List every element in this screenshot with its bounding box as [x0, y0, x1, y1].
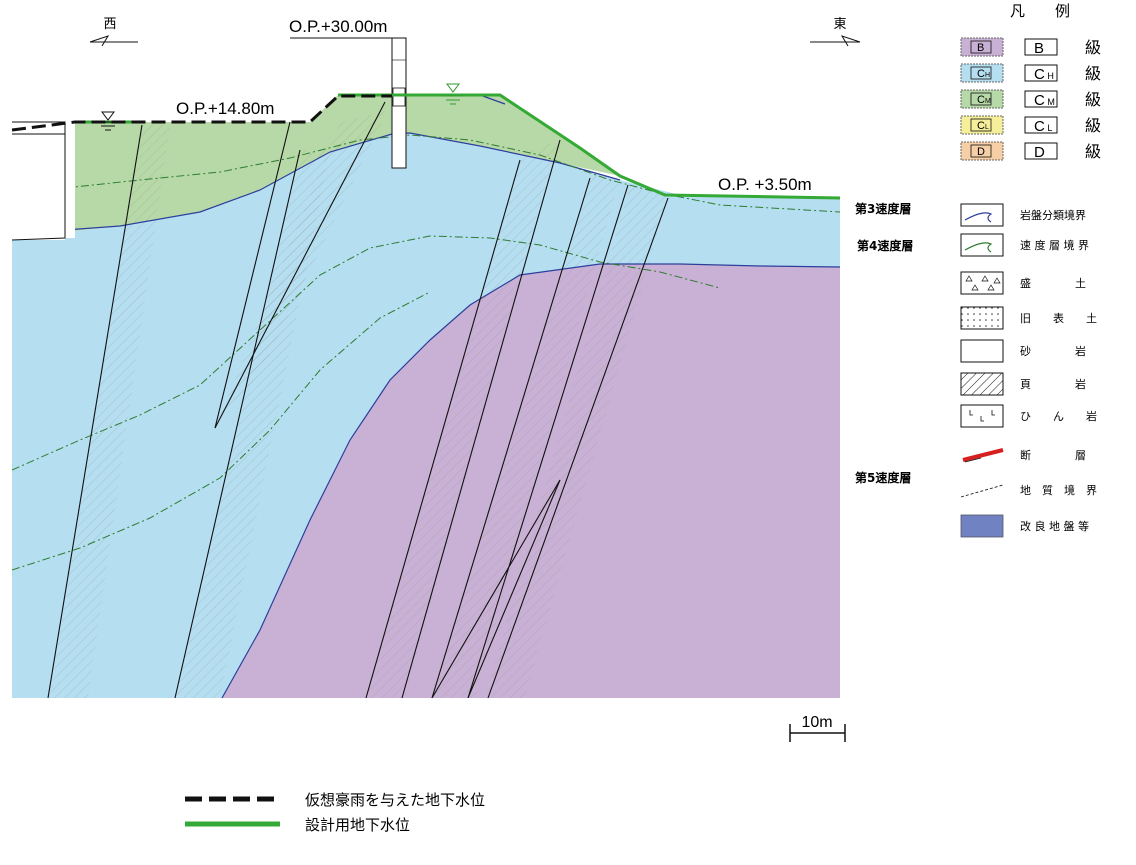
legend-rock-class-row: CL C L 級 [960, 115, 1101, 135]
legend-symbol-label: 頁 岩 [1020, 377, 1086, 391]
legend-symbol-row: 断 層 [962, 448, 1086, 463]
rock-class-swatch [960, 89, 1004, 109]
left-crest-elevation: O.P.+14.80m [176, 99, 274, 118]
tower-top-elevation: O.P.+30.00m [289, 17, 387, 36]
virtual-rain-groundwater-label: 仮想豪雨を与えた地下水位 [305, 791, 485, 809]
velocity-boundary-line [12, 291, 431, 571]
fill-icon [960, 271, 1004, 295]
legend-symbol-row: ひ ん 岩 [960, 404, 1097, 428]
water-level-key: 仮想豪雨を与えた地下水位 設計用地下水位 [185, 791, 485, 834]
class-grade-label: 級 [1085, 142, 1101, 161]
legend-symbol-row: 地 質 境 界 [960, 483, 1097, 498]
west-arrow-icon [89, 35, 138, 47]
shale-band [215, 110, 388, 428]
fault-icon [962, 448, 1004, 463]
swatch-subscript: L [985, 124, 989, 131]
velocity-boundary-icon [960, 233, 1004, 257]
legend-symbol-label: 地 質 境 界 [1020, 483, 1097, 497]
class-letter: D [1034, 144, 1045, 161]
legend-symbol-row: 改 良 地 盤 等 [960, 514, 1089, 538]
swatch-letter: CL [977, 120, 989, 132]
shale-band [485, 185, 668, 698]
design-groundwater-label: 設計用地下水位 [305, 816, 410, 834]
velocity-boundary-line [12, 235, 721, 471]
rock-boundary-icon [960, 203, 1004, 227]
class-grade-label: 級 [1085, 90, 1101, 109]
velocity-layer5-label: 第5速度層 [855, 470, 911, 485]
legend-symbol-row: 盛 土 [960, 271, 1086, 295]
legend-symbol-label: 盛 土 [1020, 276, 1086, 290]
legend-symbol-row: 岩盤分類境界 [960, 203, 1086, 227]
scale-bar-label: 10m [801, 714, 832, 731]
class-subscript: M [1045, 97, 1055, 107]
fault-lines [47, 101, 669, 698]
class-subscript: L [1045, 123, 1053, 133]
velocity-boundary-line [64, 134, 840, 213]
rock-class-swatch [960, 63, 1004, 83]
legend-symbol-row: 旧 表 土 [960, 306, 1097, 330]
class-letter: C H [1034, 66, 1054, 83]
legend-symbol-label: 旧 表 土 [1020, 311, 1097, 325]
legend-title: 凡 例 [1010, 2, 1070, 20]
legend-symbol-label: 断 層 [1020, 448, 1086, 462]
right-ground-elevation: O.P. +3.50m [718, 175, 812, 194]
class-subscript: H [1045, 71, 1054, 81]
geologic-boundary-icon [960, 484, 1004, 498]
rock-class-swatch [960, 37, 1004, 57]
swatch-subscript: M [985, 98, 991, 105]
improved-ground-icon [960, 514, 1004, 538]
class-grade-label: 級 [1085, 64, 1101, 83]
sandstone-icon [960, 339, 1004, 363]
legend-symbol-row: 砂 岩 [960, 339, 1086, 363]
legend-symbol-row: 頁 岩 [960, 372, 1086, 396]
swatch-subscript: H [985, 72, 990, 79]
swatch-letter: D [977, 146, 985, 158]
hinge-rock-icon [960, 404, 1004, 428]
virtual-rain-groundwater-line [11, 94, 392, 132]
shale-icon [960, 372, 1004, 396]
legend-symbol-label: 速 度 層 境 界 [1020, 238, 1089, 252]
class-letter: C L [1034, 118, 1052, 135]
shale-band [50, 125, 170, 698]
east-label: 東 [833, 16, 846, 32]
west-label: 西 [103, 17, 116, 32]
swatch-letter: B [977, 42, 984, 54]
legend-symbol-label: 岩盤分類境界 [1020, 208, 1086, 222]
tower-structure [290, 37, 407, 169]
rock-boundary-line [64, 132, 621, 231]
water-level-mark [96, 111, 120, 131]
class-letter: B [1034, 40, 1044, 57]
water-level-mark [441, 83, 465, 105]
shale-band [365, 140, 560, 698]
shale-band [430, 175, 620, 698]
cm-rock-zone [65, 95, 620, 232]
class-letter: C M [1034, 92, 1055, 109]
legend-symbol-label: 改 良 地 盤 等 [1020, 519, 1089, 533]
rock-boundary-line [221, 263, 840, 698]
east-arrow-icon [810, 35, 861, 47]
legend-symbol-label: ひ ん 岩 [1020, 409, 1097, 423]
legend-symbol-row: 速 度 層 境 界 [960, 233, 1089, 257]
class-grade-label: 級 [1085, 38, 1101, 57]
legend-symbol-label: 砂 岩 [1020, 344, 1086, 358]
scale-bar [789, 724, 846, 742]
velocity-layer4-label: 第4速度層 [857, 238, 913, 253]
velocity-layer3-label: 第3速度層 [855, 201, 911, 216]
left-structure [0, 121, 75, 241]
class-grade-label: 級 [1085, 116, 1101, 135]
old-topsoil-icon [960, 306, 1004, 330]
rock-class-swatch [960, 141, 1004, 161]
rock-class-swatch [960, 115, 1004, 135]
